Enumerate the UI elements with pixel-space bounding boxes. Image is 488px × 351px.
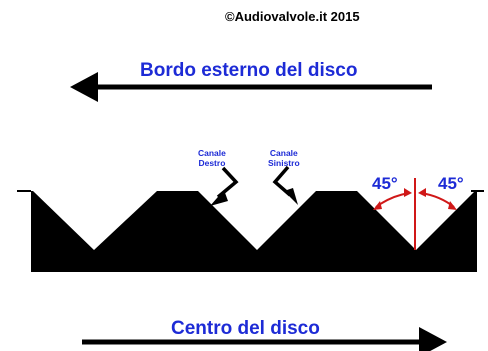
center-label: Centro del disco	[171, 318, 320, 339]
copyright-text: ©Audiovalvole.it 2015	[225, 9, 360, 24]
left-channel-line1: Canale	[269, 148, 298, 158]
right-channel-label: Canale Destro	[198, 148, 226, 168]
right-channel-line2: Destro	[198, 158, 226, 168]
vinyl-groove-surface	[31, 191, 477, 272]
right-channel-pointer	[210, 166, 239, 206]
outer-edge-label: Bordo esterno del disco	[140, 60, 358, 81]
left-channel-pointer	[272, 165, 298, 205]
outer-edge-arrow	[70, 72, 432, 102]
left-channel-label: Canale Sinistro	[268, 148, 300, 168]
left-channel-line2: Sinistro	[268, 158, 300, 168]
groove-profile	[17, 190, 484, 272]
right-channel-line1: Canale	[198, 148, 226, 158]
left-angle-label: 45°	[372, 174, 398, 193]
angle-markers	[373, 178, 457, 250]
center-arrow	[82, 327, 447, 351]
right-angle-label: 45°	[438, 174, 464, 193]
